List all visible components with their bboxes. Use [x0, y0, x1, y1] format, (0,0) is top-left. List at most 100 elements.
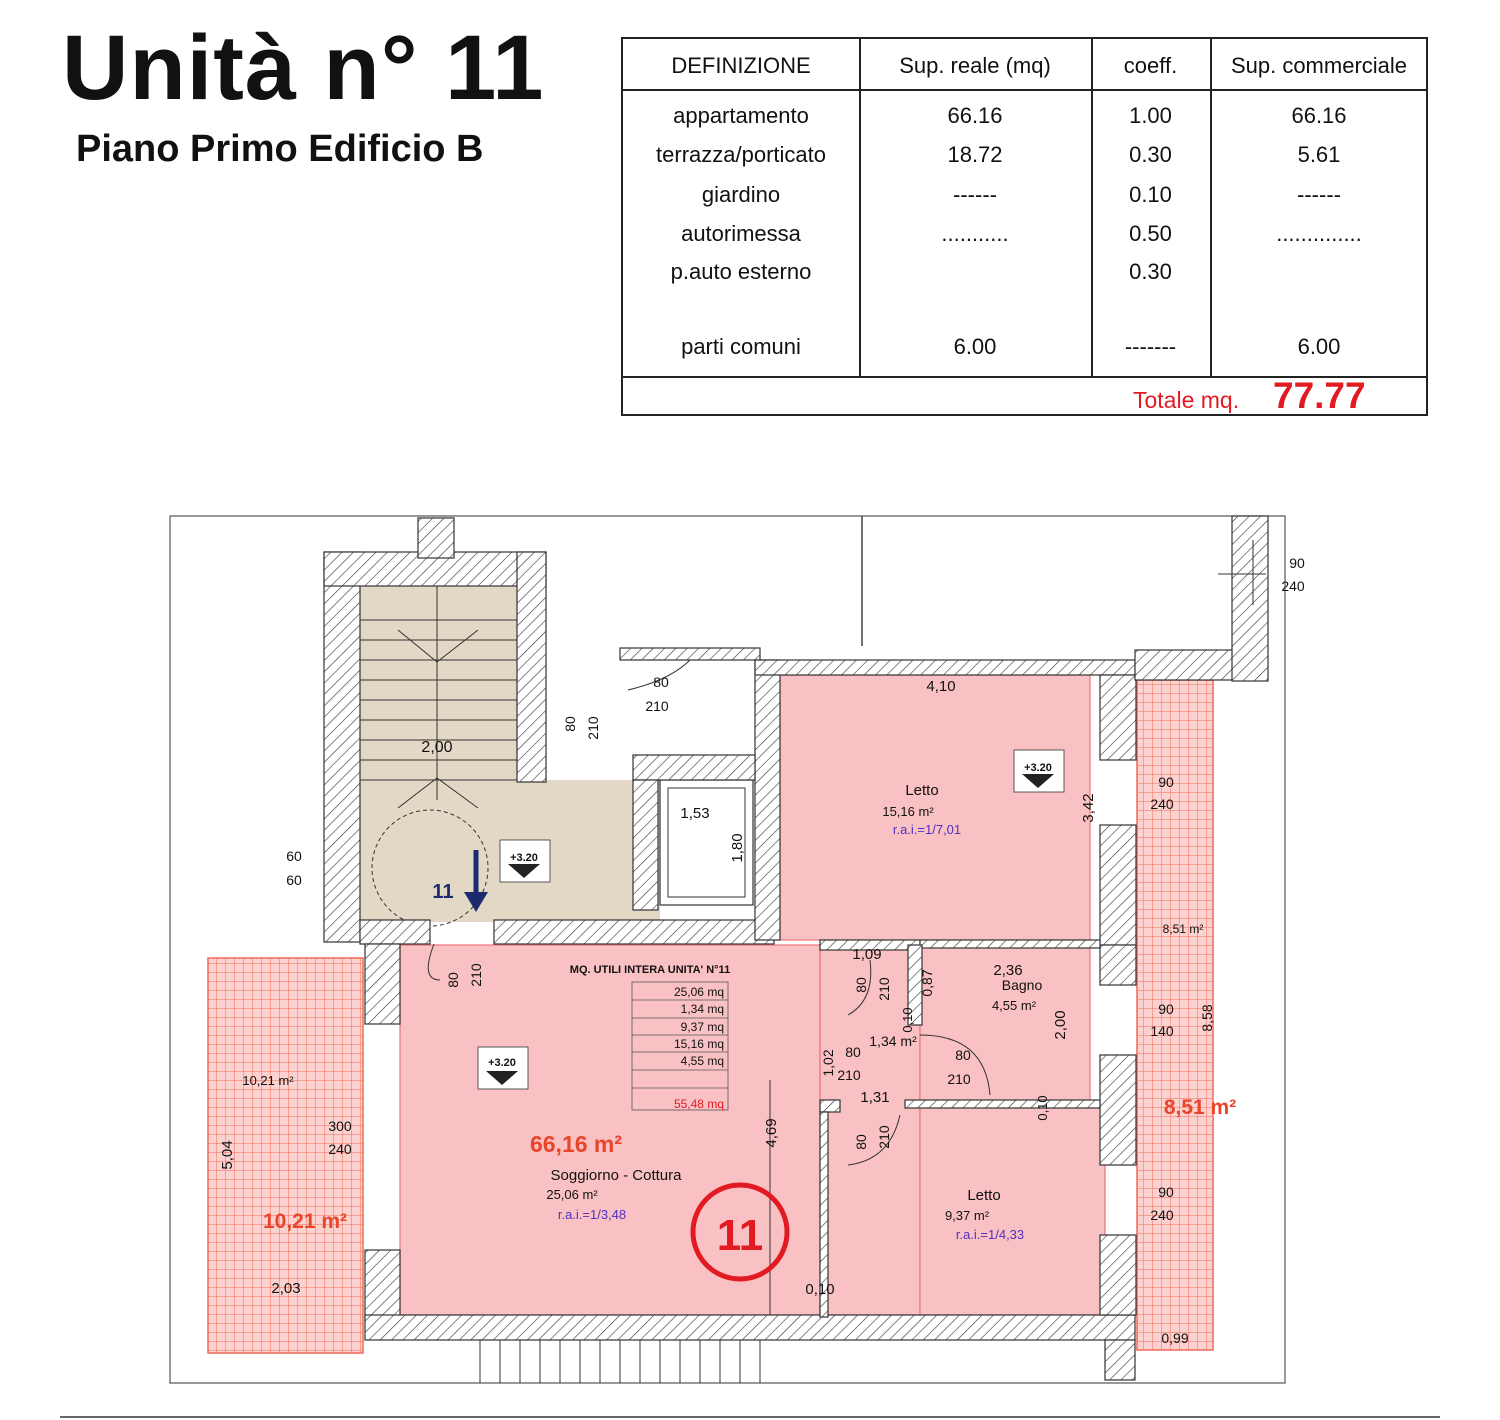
summary-row: 15,16 mq [674, 1037, 724, 1051]
table-cell: 5.61 [1297, 142, 1341, 167]
terrace-left [207, 957, 364, 1354]
door-dim: 80 [853, 977, 869, 993]
window-dim: 240 [328, 1141, 352, 1157]
terrace-right [1136, 679, 1214, 1351]
door-dim: 210 [585, 716, 601, 740]
door-dim: 210 [468, 963, 484, 987]
summary-row: 4,55 mq [681, 1054, 724, 1068]
dim-1-34: 1,34 m² [869, 1033, 917, 1049]
soggiorno-level: +3.20 [488, 1057, 516, 1069]
table-header-row [623, 39, 1426, 91]
table-cell: appartamento [673, 103, 809, 128]
dim-0-10: 0,10 [1035, 1095, 1050, 1120]
dim-0-10: 0,10 [900, 1007, 915, 1032]
window-dim: 140 [1150, 1023, 1174, 1039]
level-markers [477, 749, 1065, 1090]
stair-fill [359, 585, 518, 783]
dim-1-31: 1,31 [860, 1089, 889, 1106]
door-dim: 210 [837, 1067, 861, 1083]
summary-row: 1,34 mq [681, 1002, 724, 1016]
col-header-coeff: coeff. [1123, 53, 1178, 78]
terrace-right-depth: 8,58 [1199, 1004, 1215, 1031]
door-dim: 210 [947, 1071, 971, 1087]
window-dim: 90 [1158, 774, 1174, 790]
terrace-right-area-small: 8,51 m² [1163, 922, 1204, 936]
letto1-name: Letto [905, 782, 938, 799]
dim-1-53: 1,53 [680, 805, 709, 822]
unit-rooms [399, 674, 1106, 1316]
bagno-name: Bagno [1002, 977, 1043, 993]
col-header-definizione: DEFINIZIONE [671, 53, 811, 78]
table-cell: p.auto esterno [670, 259, 812, 284]
table-cell: parti comuni [681, 334, 801, 359]
window-dim: 240 [1150, 796, 1174, 812]
dim-2-00: 2,00 [1052, 1010, 1069, 1039]
summary-title: MQ. UTILI INTERA UNITA' N°11 [570, 964, 730, 976]
terrace-right-area: 8,51 m² [1164, 1096, 1236, 1119]
unit-number-circle [690, 1182, 790, 1282]
door-dim: 80 [853, 1134, 869, 1150]
unit-total-area: 66,16 m² [530, 1131, 622, 1157]
table-cell: terrazza/porticato [656, 142, 826, 167]
stair-level: +3.20 [510, 852, 538, 864]
door-dim: 80 [845, 1044, 861, 1060]
stair-treads [360, 586, 517, 927]
window-dim: 60 [286, 848, 302, 864]
dim-4-69: 4,69 [763, 1118, 780, 1147]
window-dim: 240 [1150, 1207, 1174, 1223]
door-dim: 80 [653, 674, 669, 690]
dim-0-87: 0,87 [919, 969, 935, 996]
soggiorno-rai: r.a.i.=1/3,48 [558, 1207, 626, 1222]
table-cell: 0.30 [1129, 142, 1172, 167]
door-dim: 210 [876, 977, 892, 1001]
col-header-sup-commerciale: Sup. commerciale [1230, 53, 1408, 78]
table-cell: giardino [701, 182, 781, 207]
terrace-right-width: 0,99 [1161, 1330, 1188, 1346]
door-swings [427, 659, 991, 1166]
door-dim: 210 [645, 698, 669, 714]
door-dim: 80 [955, 1047, 971, 1063]
table-cell: 66.16 [947, 103, 1003, 128]
bagno-area: 4,55 m² [992, 998, 1037, 1013]
dim-1-02: 1,02 [820, 1049, 836, 1076]
summary-row: 25,06 mq [674, 985, 724, 999]
window-dim: 90 [1158, 1184, 1174, 1200]
soggiorno-area: 25,06 m² [546, 1187, 598, 1202]
table-cell: 0.30 [1129, 259, 1172, 284]
dim-1-80: 1,80 [729, 833, 746, 862]
table-cell: .............. [1276, 221, 1362, 246]
down-arrow-icon [464, 850, 488, 912]
summary-total: 55,48 mq [674, 1097, 724, 1111]
table-cell: 0.10 [1129, 182, 1172, 207]
door-dim: 80 [445, 972, 461, 988]
dim-3-42: 3,42 [1080, 793, 1097, 822]
table-cell: 66.16 [1291, 103, 1347, 128]
letto2-area: 9,37 m² [945, 1208, 990, 1223]
table-cell: ........... [941, 221, 1009, 246]
letto1-level: +3.20 [1024, 762, 1052, 774]
window-dim: 90 [1158, 1001, 1174, 1017]
stair-width-dim: 2,00 [421, 739, 452, 756]
door-dim: 80 [562, 716, 578, 732]
terrace-left-area: 10,21 m² [263, 1210, 347, 1233]
table-cell: 0.50 [1129, 221, 1172, 246]
surface-table: DEFINIZIONE Sup. reale (mq) coeff. Sup. … [621, 37, 1428, 416]
door-dim: 210 [876, 1125, 892, 1149]
total-value: 77.77 [1273, 375, 1366, 416]
unit-number: 11 [717, 1211, 764, 1260]
window-dim: 300 [328, 1118, 352, 1134]
dim-1-09: 1,09 [852, 946, 881, 963]
total-label: Totale mq. [1133, 387, 1240, 413]
drawing-frame [169, 515, 1286, 1384]
page-title: Unità n° 11 [62, 17, 545, 119]
terrace-left-width: 2,03 [271, 1280, 300, 1297]
summary-row: 9,37 mq [681, 1020, 724, 1034]
window-dim: 240 [1281, 578, 1305, 594]
col-header-sup-reale: Sup. reale (mq) [899, 53, 1051, 78]
terrace-left-area-small: 10,21 m² [242, 1073, 294, 1088]
page-subtitle: Piano Primo Edificio B [76, 128, 484, 170]
table-cell: autorimessa [681, 221, 801, 246]
table-cell: ------ [1297, 182, 1341, 207]
terrace-left-depth: 5,04 [219, 1140, 236, 1169]
window-dim: 90 [1289, 555, 1305, 571]
